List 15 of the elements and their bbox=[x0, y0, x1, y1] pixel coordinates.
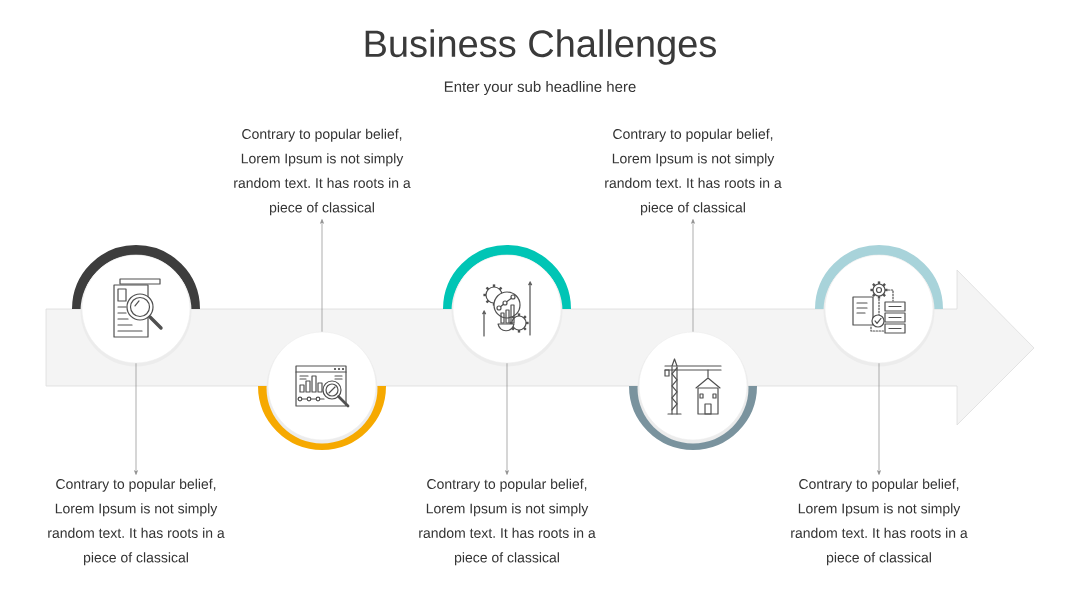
description-text: Contrary to popular belief, Lorem Ipsum is not simply random text. It has roots in a piece of classical bbox=[791, 478, 968, 566]
description-text: Contrary to popular belief, Lorem Ipsum is not simply random text. It has roots in a piece of classical bbox=[419, 478, 596, 566]
arrow bbox=[877, 362, 881, 475]
description-text: Contrary to popular belief, Lorem Ipsum is not simply random text. It has roots in a piece of classical bbox=[48, 478, 225, 566]
description-text: Contrary to popular belief, Lorem Ipsum is not simply random text. It has roots in a piece of classical bbox=[605, 128, 782, 216]
subtitle: Enter your sub headline here bbox=[444, 81, 636, 95]
arrow bbox=[691, 219, 695, 333]
description-text: Contrary to popular belief, Lorem Ipsum is not simply random text. It has roots in a piece of classical bbox=[234, 128, 411, 216]
title: Business Challenges bbox=[365, 29, 716, 65]
icon-circle bbox=[637, 331, 749, 444]
icon-circle bbox=[266, 331, 378, 444]
arrow bbox=[505, 362, 509, 475]
arrow bbox=[320, 219, 324, 333]
arrow bbox=[134, 362, 138, 475]
icon-circle bbox=[451, 254, 563, 367]
